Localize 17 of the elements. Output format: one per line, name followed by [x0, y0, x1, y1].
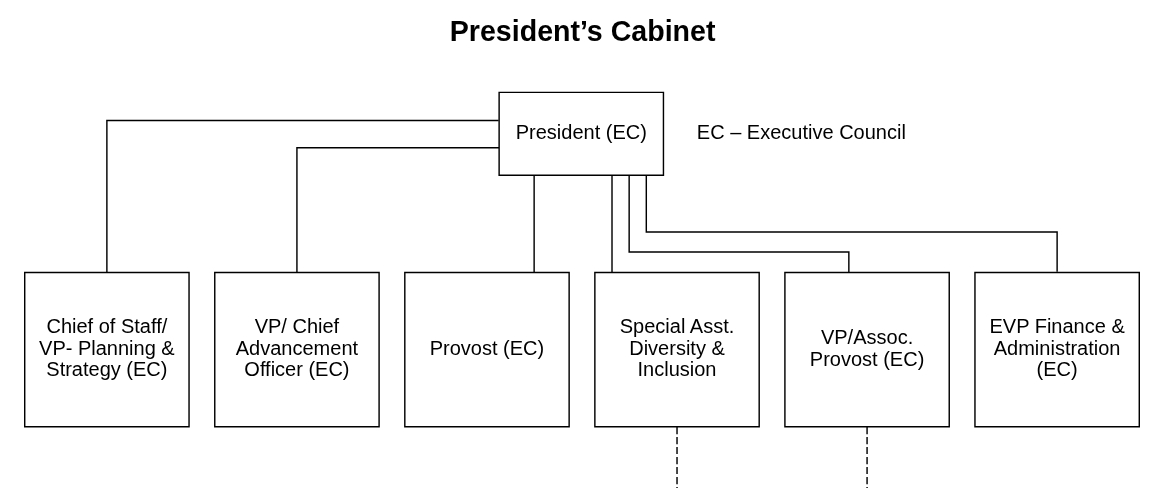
- node-box: EVP Finance & Administration (EC): [973, 271, 1140, 428]
- node-box: Special Asst. Diversity & Inclusion: [593, 271, 760, 428]
- connector: [865, 426, 868, 489]
- connector: [295, 147, 500, 273]
- connector: [105, 119, 499, 273]
- connector: [532, 174, 535, 273]
- label: EC – Executive Council: [696, 121, 906, 144]
- connector: [675, 426, 678, 489]
- connector: [627, 175, 850, 273]
- diagram-title: President’s Cabinet: [449, 14, 715, 47]
- node-box: Provost (EC): [403, 271, 570, 428]
- node-box: Chief of Staff/ VP- Planning & Strategy (EC): [23, 271, 190, 428]
- connector: [645, 174, 1058, 273]
- connector: [610, 174, 613, 273]
- node-box: VP/Assoc. Provost (EC): [783, 271, 950, 428]
- node-box: VP/ Chief Advancement Officer (EC): [213, 271, 380, 428]
- node-box: President (EC): [497, 91, 664, 176]
